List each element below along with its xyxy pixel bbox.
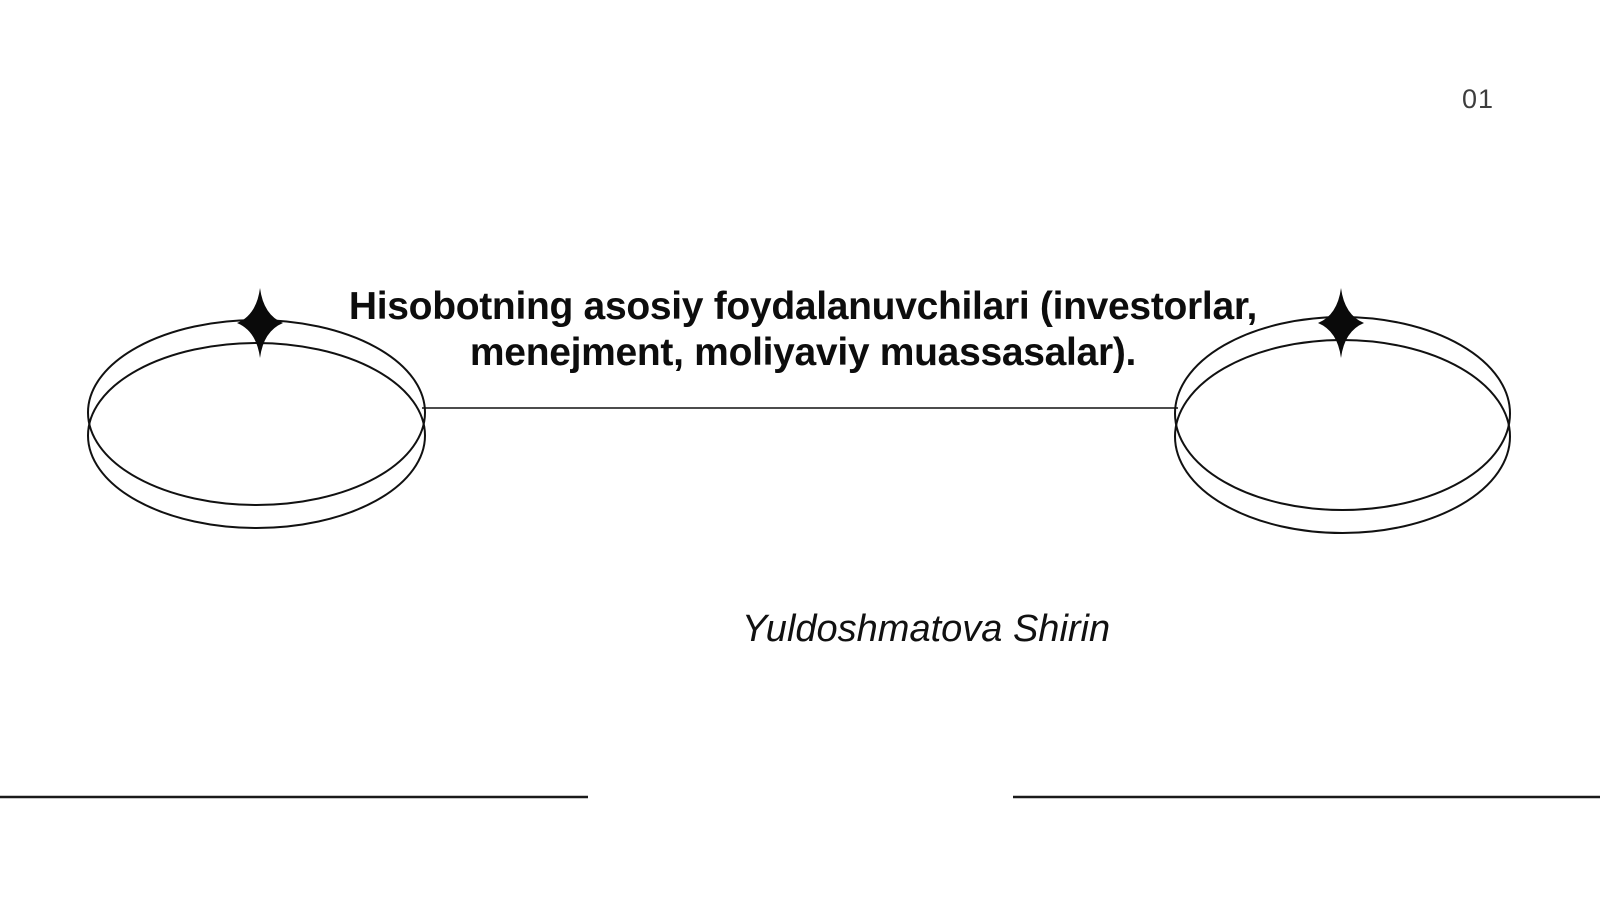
slide-title-line-1: Hisobotning asosiy foydalanuvchilari (in…	[348, 285, 1258, 328]
slide-title-line-2: menejment, moliyaviy muassasalar).	[469, 331, 1137, 374]
sparkle-icon	[1318, 288, 1364, 358]
slide-title: Hisobotning asosiy foydalanuvchilari (in…	[303, 284, 1303, 376]
sparkle-icon	[237, 288, 283, 358]
author-name: Yuldoshmatova Shirin	[741, 608, 1111, 650]
page-number: 01	[1461, 84, 1495, 114]
